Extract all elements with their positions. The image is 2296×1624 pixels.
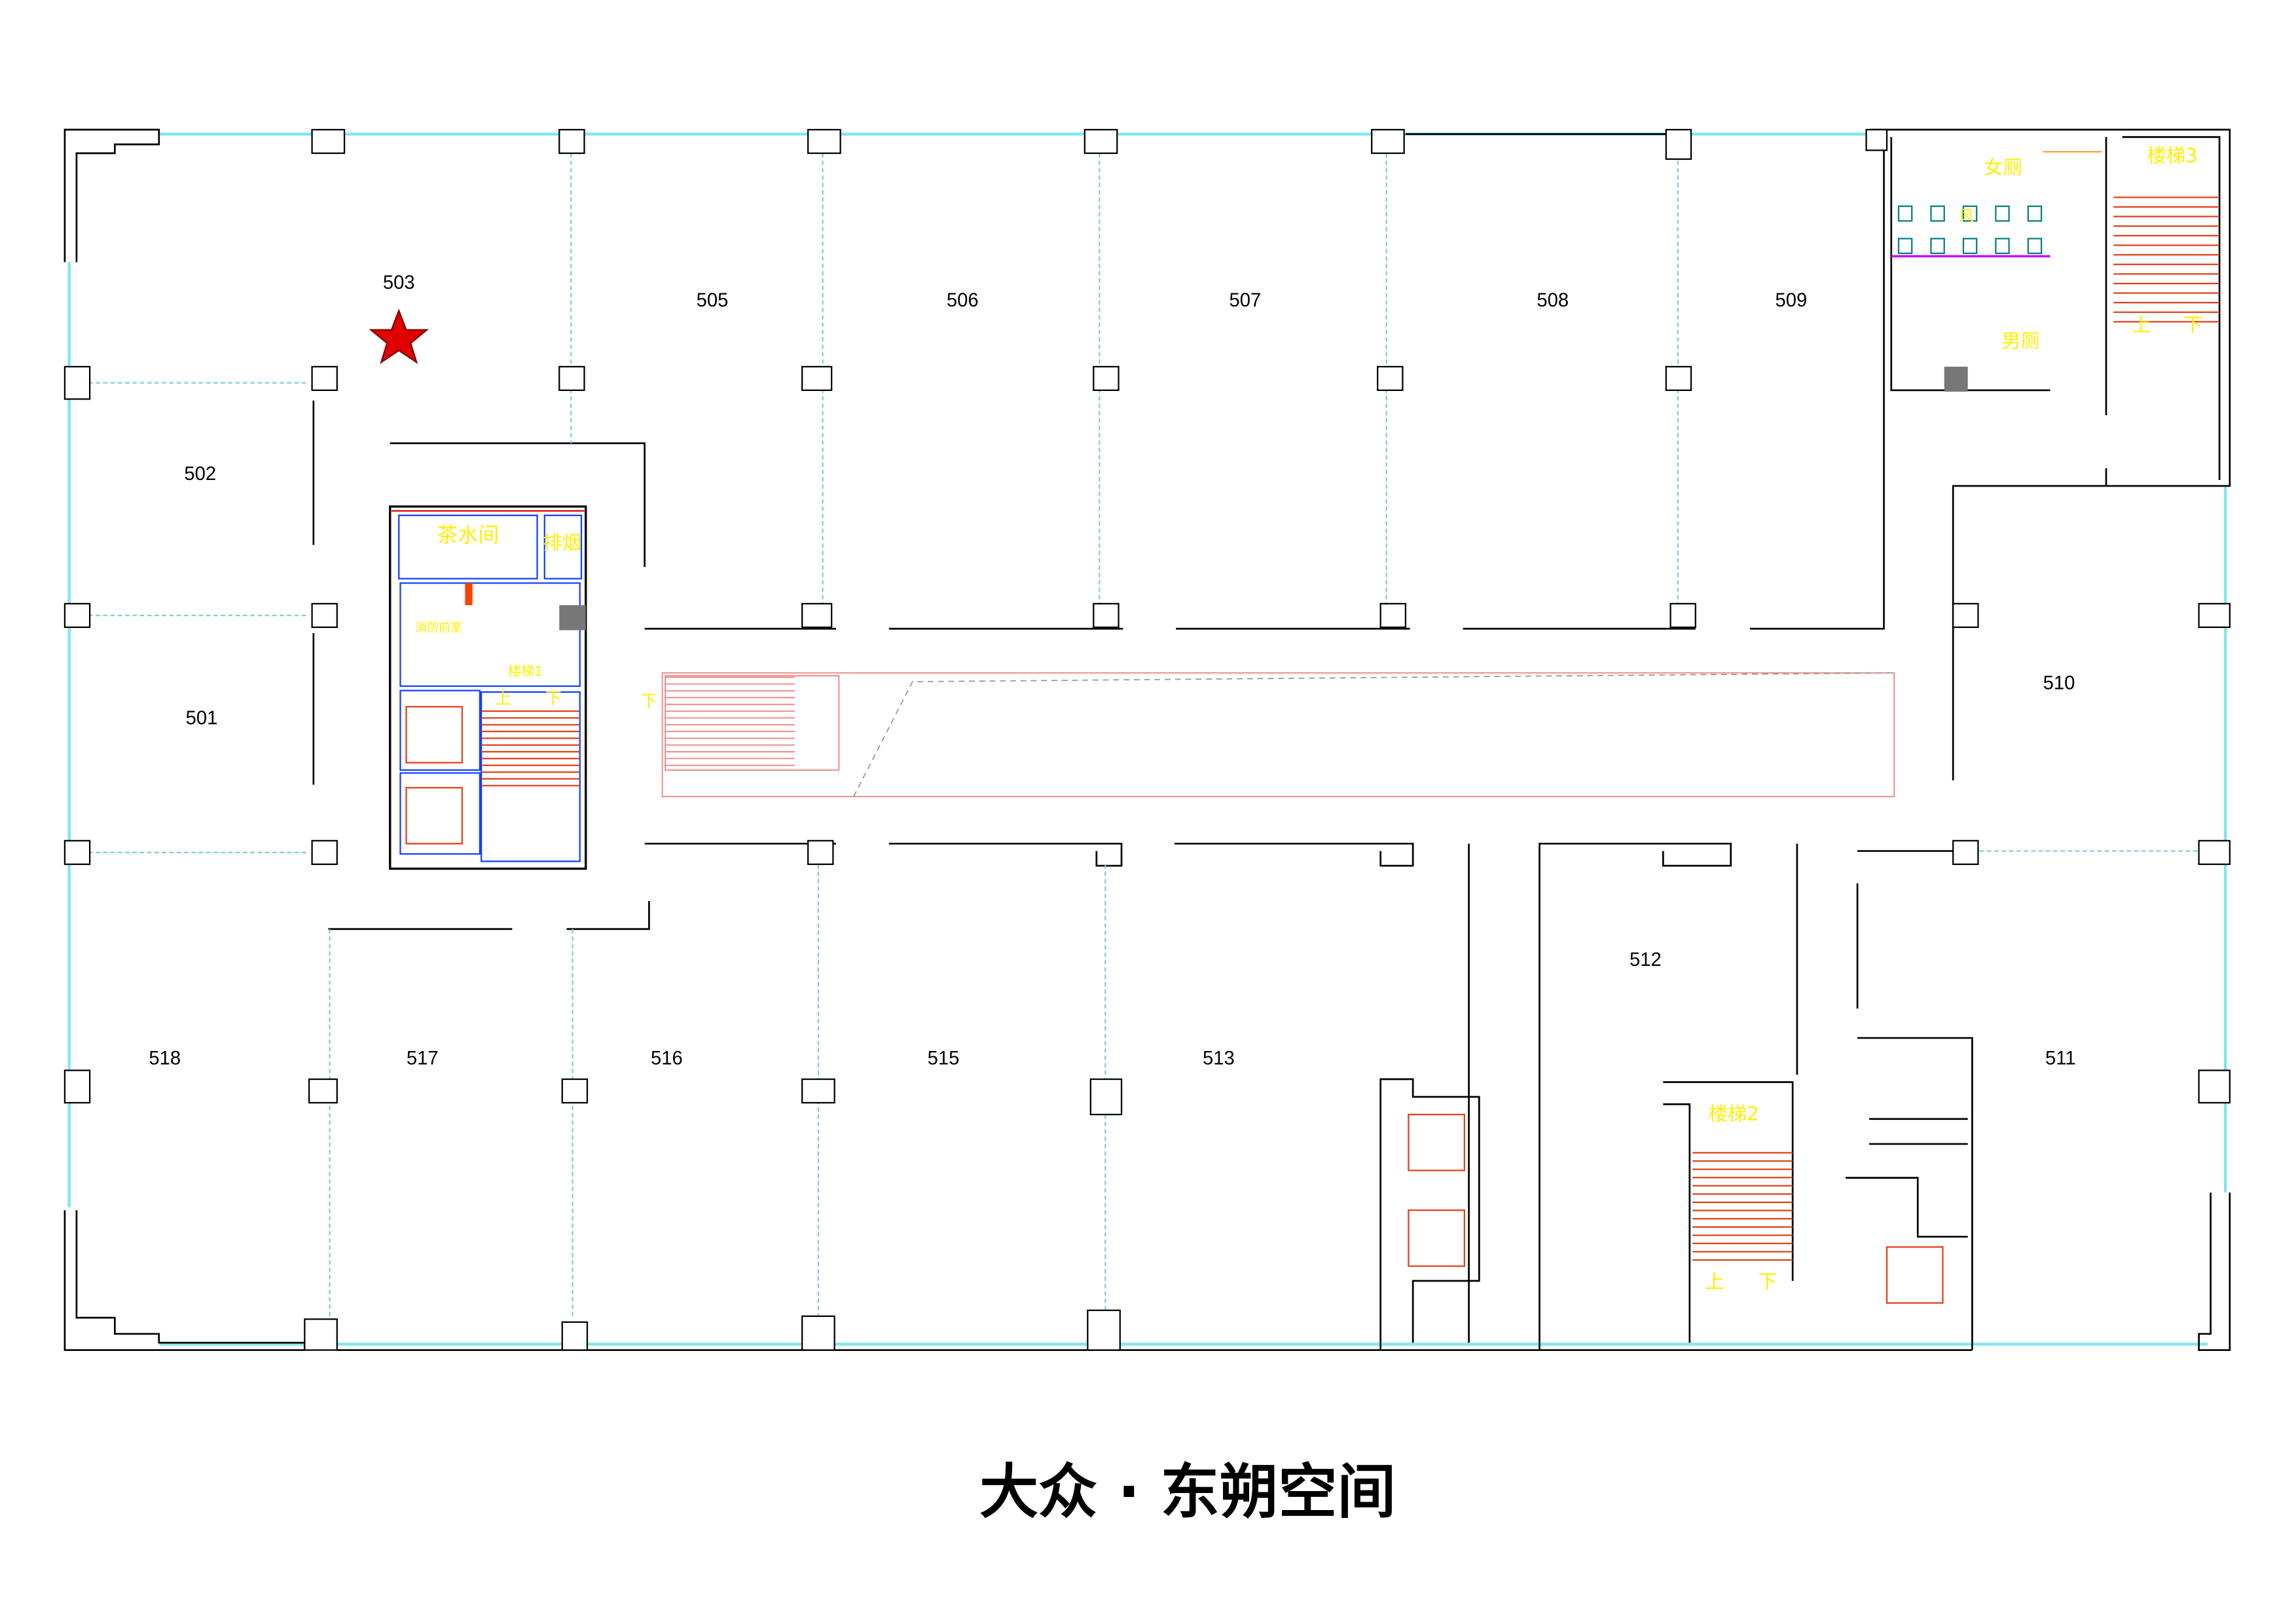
south-elevators: 楼梯2 上 下 xyxy=(1379,1078,1968,1350)
core-block: 茶水间 排烟 消防前室 楼梯1 上 下 xyxy=(389,505,587,870)
toilet-icon xyxy=(1897,238,1913,254)
room-502-label: 502 xyxy=(184,464,216,485)
stair2-label: 楼梯2 xyxy=(1709,1103,1759,1125)
room-503-label: 503 xyxy=(383,272,415,293)
smoke-exhaust-label: 排烟 xyxy=(543,532,581,554)
vent-label: 风 xyxy=(1959,208,1973,225)
plan-title: 大众 · 东朔空间 xyxy=(979,1458,1396,1526)
room-511-label: 511 xyxy=(2045,1048,2076,1069)
room-506-label: 506 xyxy=(947,290,979,311)
stair3-label: 楼梯3 xyxy=(2147,144,2198,166)
stair2-down: 下 xyxy=(1758,1270,1777,1293)
toilet-icon xyxy=(2027,205,2043,222)
stair1-up: 上 xyxy=(495,689,511,708)
room-501-label: 501 xyxy=(186,708,218,729)
star-icon xyxy=(369,308,429,364)
room-512-label: 512 xyxy=(1630,950,1662,970)
room-505-label: 505 xyxy=(697,290,729,311)
room-510-label: 510 xyxy=(2043,673,2075,693)
corridor-walls xyxy=(312,400,1973,1350)
atrium-down-label: 下 xyxy=(641,692,657,710)
stair3-down: 下 xyxy=(2183,314,2202,336)
room-507-label: 507 xyxy=(1229,290,1261,311)
toilet-icon xyxy=(1930,205,1945,222)
room-508-label: 508 xyxy=(1537,290,1569,311)
tea-room-label: 茶水间 xyxy=(437,523,499,547)
central-stair-atrium: 下 xyxy=(641,672,1895,798)
room-labels: 503 505 506 507 508 509 502 501 510 512 … xyxy=(149,272,2075,1069)
toilet-icon xyxy=(1930,238,1945,254)
men-restroom-label: 男厕 xyxy=(2001,330,2039,352)
toilet-icon xyxy=(1897,205,1913,222)
toilet-icon xyxy=(1962,205,1978,222)
restroom-block: 女厕 男厕 风 楼梯3 上 下 xyxy=(1890,136,2221,487)
fire-lobby-label: 消防前室 xyxy=(415,621,462,635)
room-518-label: 518 xyxy=(149,1048,181,1069)
structural-columns xyxy=(64,128,2231,1351)
toilet-icon xyxy=(2027,238,2043,254)
women-restroom-label: 女厕 xyxy=(1984,156,2022,178)
stair2-up: 上 xyxy=(1705,1270,1724,1293)
partitions xyxy=(88,153,2199,1320)
room-513-label: 513 xyxy=(1203,1048,1235,1069)
glass-curtain-wall xyxy=(67,132,2227,1346)
toilet-icon xyxy=(1995,205,2010,222)
toilet-icon xyxy=(1995,238,2010,254)
stair3-up: 上 xyxy=(2132,314,2151,336)
stair1-label: 楼梯1 xyxy=(508,663,543,679)
exterior-walls xyxy=(64,128,2231,1352)
room-516-label: 516 xyxy=(651,1048,683,1069)
room-509-label: 509 xyxy=(1776,290,1808,311)
room-517-label: 517 xyxy=(407,1048,439,1069)
stair1-down: 下 xyxy=(545,689,562,708)
toilet-icon xyxy=(1962,238,1978,254)
room-515-label: 515 xyxy=(928,1048,960,1069)
